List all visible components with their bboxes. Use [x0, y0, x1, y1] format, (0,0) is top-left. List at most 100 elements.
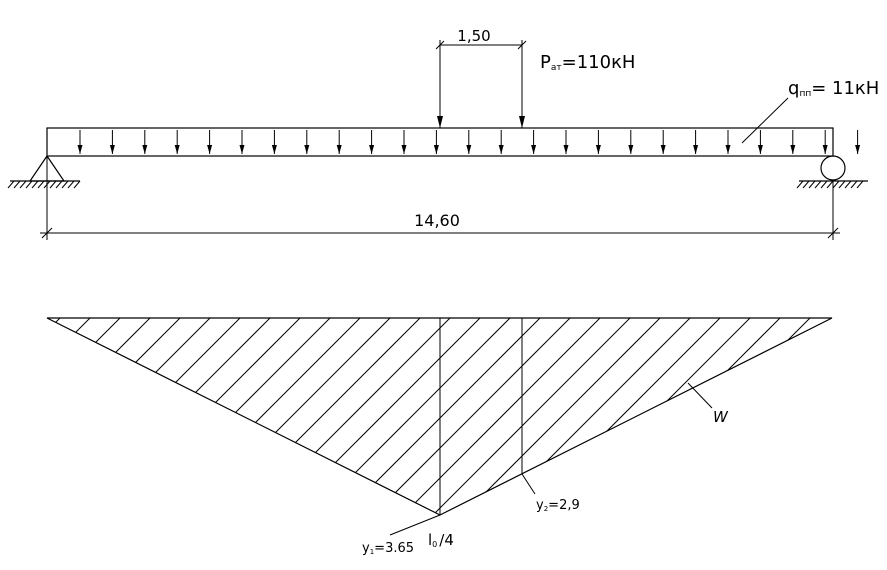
distributed-load-arrowhead	[142, 145, 148, 154]
spacing-dimension: 1,50	[435, 27, 527, 60]
ground-hatch-line	[61, 180, 69, 189]
spacing-tick-left	[435, 40, 445, 50]
ground-hatch-line	[19, 180, 27, 189]
hatch-line	[479, 318, 691, 515]
distributed-load-arrowhead	[271, 145, 277, 154]
ground-hatch-line	[49, 180, 57, 189]
distributed-load-arrowhead	[401, 145, 407, 154]
ground-hatch-line	[31, 180, 39, 189]
distributed-load-arrowhead	[336, 145, 342, 154]
hatch-line	[779, 318, 832, 515]
distributed-load-arrowhead	[239, 145, 245, 154]
distributed-load-arrows	[77, 130, 861, 154]
pinned-support-hatch	[7, 180, 81, 189]
ground-hatch-line	[814, 180, 822, 189]
span-tick-right	[827, 227, 839, 239]
y1-leader	[389, 514, 441, 536]
distributed-load-arrowhead	[628, 145, 634, 154]
hatch-line	[149, 318, 361, 515]
ground-hatch-line	[73, 180, 81, 189]
hatch-line	[47, 318, 241, 515]
beam-body	[46, 127, 834, 157]
hatch-line	[47, 318, 151, 515]
section-symbol: l	[428, 531, 432, 549]
hatch-line	[47, 318, 61, 515]
hatch-line	[659, 318, 832, 515]
ground-hatch-line	[856, 180, 864, 189]
hatch-line	[0, 318, 30, 528]
point-load-value: =110кН	[562, 52, 636, 73]
ground-hatch-line	[844, 180, 852, 189]
ground-hatch-line	[796, 180, 804, 189]
ground-hatch-line	[67, 180, 75, 189]
distributed-load-arrowhead	[855, 145, 861, 154]
hatch-line	[59, 318, 271, 515]
ground-hatch-line	[25, 180, 33, 189]
pinned-support	[7, 154, 81, 189]
y1-value: =3.65	[374, 541, 414, 556]
distributed-load-arrowhead	[563, 145, 569, 154]
distributed-load-arrowhead	[595, 145, 601, 154]
ground-hatch-line	[802, 180, 810, 189]
y2-label: y2=2,9	[536, 498, 580, 513]
ground-hatch-line	[820, 180, 828, 189]
ground-hatch-line	[826, 180, 834, 189]
ground-hatch-line	[13, 180, 21, 189]
distributed-load-arrowhead	[498, 145, 504, 154]
beam	[46, 127, 861, 157]
point-load-arrowhead-right	[519, 116, 525, 128]
roller-support-hatch	[796, 180, 864, 189]
distributed-load-value: = 11кН	[811, 78, 879, 99]
hatch-line	[119, 318, 331, 515]
distributed-load-leader	[741, 97, 789, 144]
area-label-leader	[687, 382, 713, 409]
ground-hatch-line	[55, 180, 63, 189]
hatch-line	[840, 318, 887, 528]
distributed-load-arrowhead	[531, 145, 537, 154]
hatch-line	[47, 318, 91, 515]
roller-support-circle	[820, 155, 846, 181]
y1-symbol: y	[362, 541, 370, 556]
y2-symbol: y	[536, 498, 544, 513]
distributed-load-label: qпп= 11кН	[788, 78, 879, 99]
hatch-line	[47, 318, 121, 515]
y2-subscript: 2	[544, 505, 548, 513]
hatch-line	[47, 318, 181, 515]
distributed-load-arrowhead	[369, 145, 375, 154]
distributed-load-arrowhead	[77, 145, 83, 154]
distributed-load-arrowhead	[174, 145, 180, 154]
hatch-line	[569, 318, 781, 515]
spacing-label: 1,50	[457, 27, 490, 45]
hatch-line	[239, 318, 451, 515]
ground-hatch-line	[7, 180, 15, 189]
ground-hatch-line	[838, 180, 846, 189]
hatch-line	[629, 318, 832, 515]
influence-line-hatching	[0, 318, 887, 528]
y1-label: y1=3.65	[362, 541, 414, 556]
influence-line	[0, 317, 887, 528]
hatch-line	[359, 318, 571, 515]
hatch-line	[329, 318, 541, 515]
point-load-subscript: ат	[551, 63, 562, 73]
distributed-load-arrowhead	[207, 145, 213, 154]
hatch-line	[299, 318, 511, 515]
span-label: 14,60	[414, 211, 460, 230]
ground-hatch-line	[832, 180, 840, 189]
distributed-load-arrowhead	[757, 145, 763, 154]
distributed-load-symbol: q	[788, 78, 799, 99]
span-tick-left	[41, 227, 53, 239]
ground-hatch-line	[850, 180, 858, 189]
hatch-line	[47, 318, 211, 515]
distributed-load-arrowhead	[790, 145, 796, 154]
distributed-load-arrowhead	[660, 145, 666, 154]
distributed-load-arrowhead	[433, 145, 439, 154]
distributed-load-arrowhead	[466, 145, 472, 154]
y2-leader	[521, 473, 536, 495]
point-load-symbol: P	[540, 52, 551, 73]
y1-subscript: 1	[370, 548, 374, 556]
hatch-line	[719, 318, 832, 515]
hatch-line	[809, 318, 832, 515]
hatch-line	[389, 318, 601, 515]
